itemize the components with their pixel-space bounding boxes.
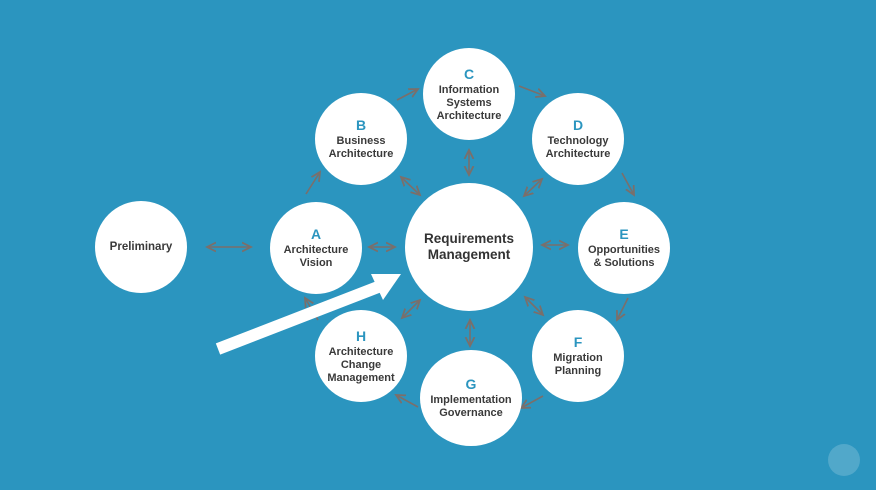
phase-g-node: G Implementation Governance (420, 350, 522, 446)
preliminary-label: Preliminary (109, 240, 173, 253)
link-center-h (402, 300, 420, 318)
phase-label: Information Systems Architecture (436, 83, 502, 122)
phase-b-node: B Business Architecture (315, 93, 407, 185)
phase-label: Business Architecture (328, 135, 394, 160)
phase-label: Opportunities & Solutions (587, 244, 661, 269)
phase-label: Migration Planning (553, 352, 603, 377)
center-label: Requirements Management (423, 231, 515, 262)
phase-label: Architecture Change Management (327, 345, 395, 384)
link-a-b (305, 172, 320, 195)
link-b-c (396, 89, 418, 101)
phase-e-node: E Opportunities & Solutions (578, 202, 670, 294)
link-c-d (518, 85, 545, 96)
link-f-g (521, 395, 544, 408)
phase-letter: D (572, 117, 584, 133)
preliminary-node: Preliminary (95, 201, 187, 293)
link-center-f (525, 297, 543, 315)
phase-letter: B (355, 117, 367, 133)
link-center-d (524, 179, 542, 196)
phase-h-node: H Architecture Change Management (315, 310, 407, 402)
link-d-e (621, 172, 634, 195)
requirements-management-node: Requirements Management (405, 183, 533, 311)
phase-label: Implementation Governance (430, 394, 512, 419)
pointer-arrow (215, 274, 401, 355)
phase-letter: F (573, 334, 583, 350)
phase-a-node: A Architecture Vision (270, 202, 362, 294)
link-center-b (401, 177, 420, 195)
link-e-f (617, 297, 629, 320)
phase-letter: A (310, 226, 322, 242)
phase-letter: G (465, 376, 477, 392)
phase-c-node: C Information Systems Architecture (423, 48, 515, 140)
phase-d-node: D Technology Architecture (532, 93, 624, 185)
phase-letter: H (355, 327, 367, 344)
phase-label: Architecture Vision (283, 244, 349, 269)
link-g-h (396, 395, 419, 408)
phase-letter: E (619, 226, 629, 242)
phase-letter: C (463, 65, 475, 82)
phase-label: Technology Architecture (545, 135, 611, 160)
phase-f-node: F Migration Planning (532, 310, 624, 402)
video-control-button[interactable] (828, 444, 860, 476)
